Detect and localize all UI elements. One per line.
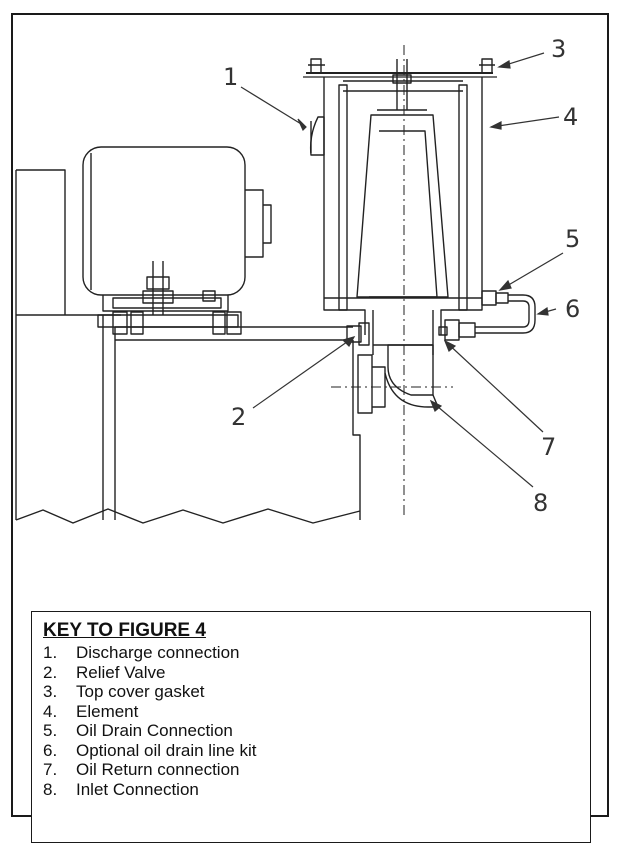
motor-base-plate: [97, 311, 242, 335]
key-item-text: Element: [76, 701, 139, 721]
key-list: 1. Discharge connection 2. Relief Valve 3.…: [43, 643, 590, 799]
leader-5: [498, 252, 564, 291]
key-item: 3. Top cover gasket: [43, 682, 590, 702]
key-item-number: 8.: [43, 779, 58, 799]
callout-4: 4: [563, 103, 578, 131]
leader-3: [497, 52, 545, 69]
callout-8: 8: [533, 489, 548, 517]
leader-6: [536, 306, 557, 316]
key-item-number: 5.: [43, 721, 58, 740]
key-item-text: Optional oil drain line kit: [76, 740, 257, 760]
key-item-number: 3.: [43, 682, 58, 701]
key-item: 5. Oil Drain Connection: [43, 721, 590, 741]
callout-6: 6: [565, 295, 580, 323]
relief-valve: [346, 322, 370, 346]
motor: [82, 146, 272, 315]
callout-5: 5: [565, 225, 580, 253]
figure-frame: 1 2 3 4 5 6 7 8 KEY TO FIGURE 4 1. Discha…: [11, 13, 609, 843]
leader-4: [489, 116, 560, 130]
technical-drawing: 1 2 3 4 5 6 7 8: [15, 35, 580, 524]
key-item-number: 1.: [43, 643, 58, 662]
callout-7: 7: [541, 433, 556, 461]
base-pedestal: [15, 169, 361, 524]
key-item-text: Oil Return connection: [76, 760, 240, 779]
key-item: 6. Optional oil drain line kit: [43, 741, 590, 761]
discharge-connection: [309, 116, 325, 156]
key-item: 8. Inlet Connection: [43, 780, 590, 800]
figure-key-box: KEY TO FIGURE 4 1. Discharge connection 2…: [31, 611, 591, 843]
key-item-text: Top cover gasket: [76, 682, 205, 701]
key-item-number: 7.: [43, 760, 58, 779]
leader-1: [240, 86, 307, 132]
key-item-number: 4.: [43, 701, 58, 721]
key-item: 7. Oil Return connection: [43, 760, 590, 780]
inlet-elbow: [357, 344, 439, 414]
callout-2: 2: [231, 403, 246, 431]
leader-8: [429, 399, 534, 488]
leader-2: [252, 336, 356, 409]
callout-3: 3: [551, 35, 566, 63]
key-item: 2. Relief Valve: [43, 663, 590, 683]
key-item: 4. Element: [43, 702, 590, 722]
center-lines: [331, 45, 453, 515]
callout-1: 1: [223, 63, 238, 91]
key-title: KEY TO FIGURE 4: [43, 620, 206, 641]
key-item-text: Relief Valve: [76, 662, 166, 682]
oil-drain-line: [438, 290, 536, 341]
key-item-number: 2.: [43, 662, 58, 682]
key-item-number: 6.: [43, 740, 58, 760]
key-item-text: Discharge connection: [76, 643, 240, 662]
key-item: 1. Discharge connection: [43, 643, 590, 663]
leader-7: [443, 339, 544, 433]
filter-housing: [303, 58, 497, 355]
key-item-text: Oil Drain Connection: [76, 721, 233, 740]
key-item-text: Inlet Connection: [76, 779, 199, 799]
